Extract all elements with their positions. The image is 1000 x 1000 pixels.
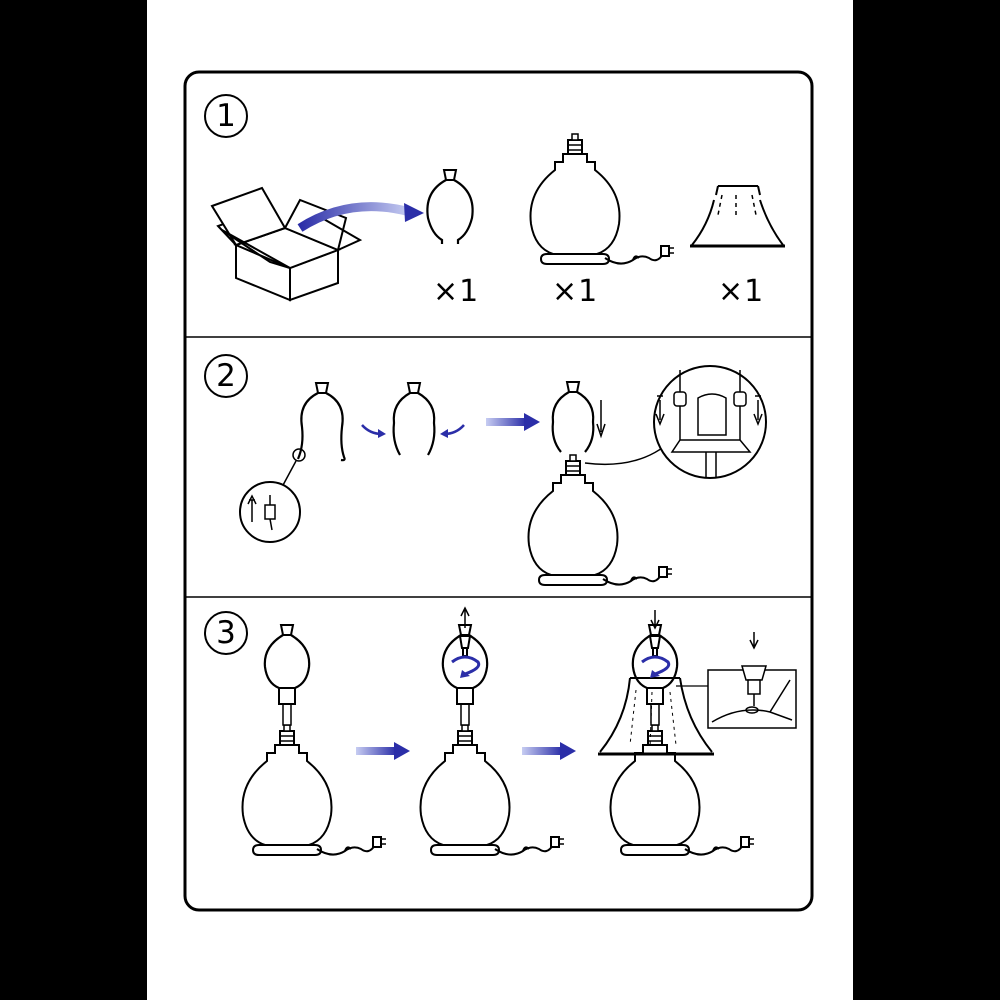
step-1-circle: [204, 94, 248, 138]
finial-part-3: [648, 635, 662, 657]
finial-down-arrow-icon: [650, 610, 660, 630]
step-2-number: 2: [216, 358, 236, 394]
next-arrow: [486, 413, 540, 431]
next-arrow: [356, 742, 410, 760]
lamp-base-part: [529, 133, 675, 265]
lamp-shade-part: [690, 185, 785, 248]
rotate-arrow-3: [641, 655, 671, 676]
assembled-lamp-1: [243, 625, 387, 855]
step-3-circle: [204, 611, 248, 655]
step-1-number: 1: [216, 98, 236, 134]
next-arrow: [522, 742, 576, 760]
rotate-arrow: [451, 655, 481, 676]
harp-squeeze: [392, 382, 436, 456]
lamp-shade-quantity: ×1: [718, 274, 765, 309]
finial-up-arrow-icon: [460, 606, 470, 628]
lamp-base-quantity: ×1: [552, 274, 599, 309]
clip-connector: [264, 495, 276, 531]
harp-lowering: [551, 381, 595, 453]
finial-part: [458, 635, 472, 657]
down-arrow-icon: [596, 400, 606, 439]
unbox-arrow: [297, 202, 412, 232]
assembled-lamp-2: [421, 625, 565, 855]
finial-detail-drawing: [711, 632, 793, 723]
step-3-number: 3: [216, 615, 236, 651]
detail-marker: [292, 448, 306, 462]
harp-part: [426, 168, 474, 246]
harp-quantity: ×1: [433, 274, 480, 309]
harp-with-clip: [296, 382, 346, 462]
up-arrow-icon: [247, 494, 257, 522]
step-2-circle: [204, 354, 248, 398]
shade-on-lamp: [598, 677, 714, 756]
lamp-base-step2: [527, 454, 673, 586]
assembled-lamp-3: [611, 625, 755, 855]
unbox-arrow-head: [404, 203, 424, 222]
open-box-icon: [210, 186, 363, 302]
instruction-frame: [183, 70, 814, 912]
saddle-detail-drawing: [655, 370, 763, 478]
